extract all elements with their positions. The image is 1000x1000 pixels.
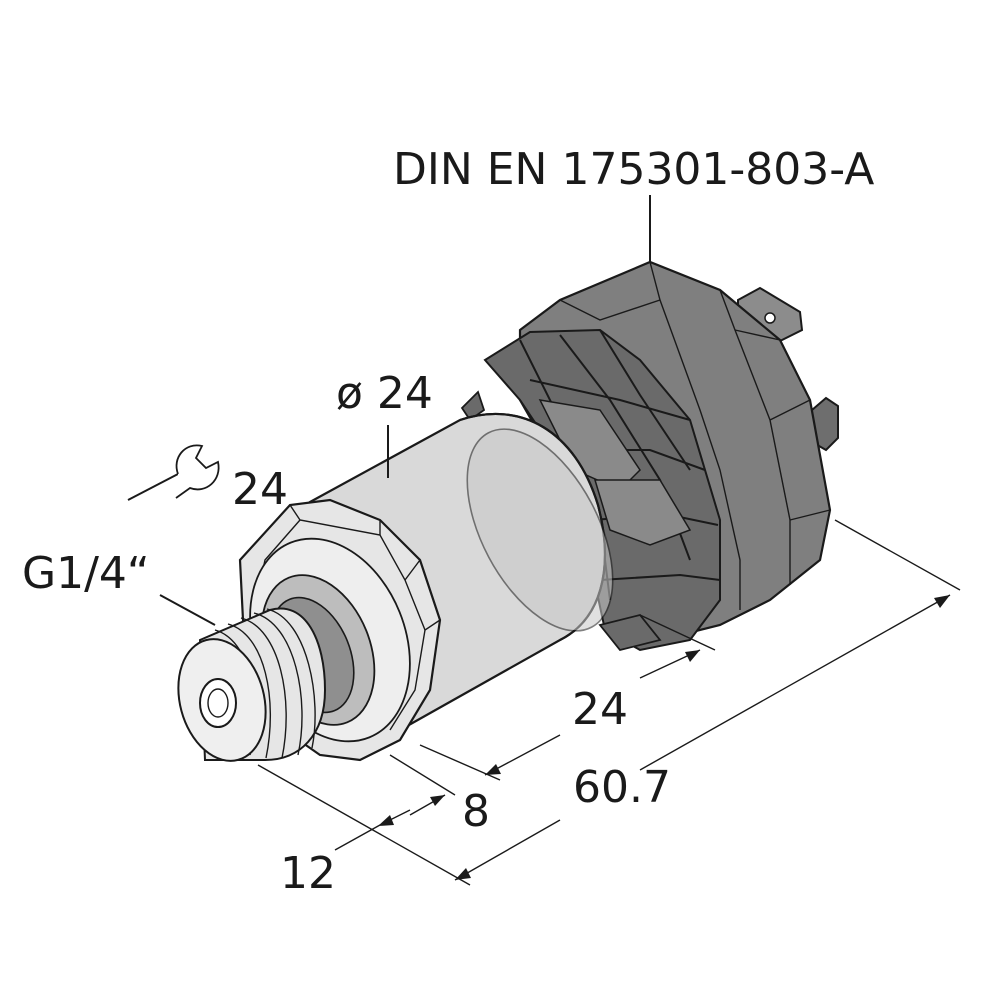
threaded-port	[177, 607, 327, 762]
hex-length-label: 8	[462, 786, 490, 837]
connector-standard-label: DIN EN 175301-803-A	[393, 144, 874, 195]
thread-label: G1/4“	[22, 548, 150, 599]
diameter-label: ø 24	[336, 368, 433, 419]
leader-lines	[159, 195, 651, 626]
wrench-icon	[127, 444, 220, 501]
dimension-thread-length	[334, 809, 411, 851]
total-length-label: 60.7	[573, 762, 671, 813]
wrench-size-label: 24	[232, 464, 288, 515]
dimension-total-length	[257, 519, 961, 886]
connector-length-label: 24	[572, 684, 628, 735]
dimension-hex-length	[389, 754, 456, 816]
dimension-connector-length	[419, 614, 716, 781]
thread-length-label: 12	[280, 848, 336, 899]
